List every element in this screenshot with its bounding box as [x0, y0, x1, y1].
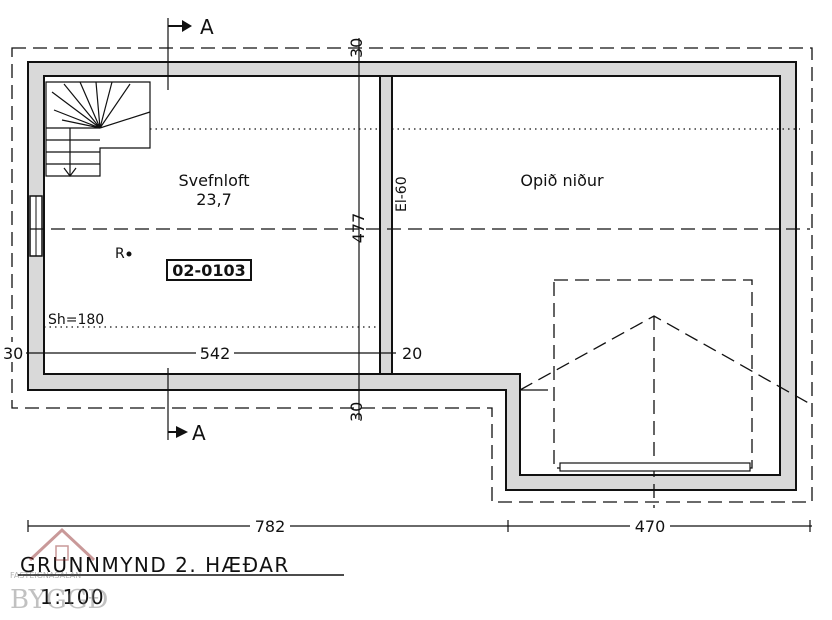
dim-total-left: 782 [255, 517, 286, 536]
room-left-name: Svefnloft [178, 171, 249, 190]
drawing-scale: 1:100 [40, 585, 105, 609]
dim-total-right: 470 [635, 517, 666, 536]
section-mark-bottom: A [192, 421, 207, 445]
section-mark-top: A [200, 15, 215, 39]
room-code-box [166, 259, 252, 281]
watermark-brand-text: BYGGÐ [10, 585, 108, 615]
roof-ridge-lines [519, 315, 813, 508]
room-right-name: Opið niður [520, 171, 604, 190]
drawing-title: GRUNNMYND 2. HÆÐAR [20, 553, 290, 577]
roof-outline [11, 47, 813, 503]
dim-bottom-wall: 30 [347, 402, 366, 422]
partition-wall [379, 75, 393, 375]
staircase [45, 81, 151, 177]
stair-inner-wall [519, 389, 548, 475]
exterior-wall [27, 61, 797, 491]
room-code: 02-0103 [172, 261, 245, 280]
r-marker-label: R [115, 246, 125, 262]
door-opening [559, 462, 751, 472]
sh-label: Sh=180 [48, 312, 104, 328]
room-left-area: 23,7 [196, 190, 232, 209]
dim-left-width: 542 [200, 344, 231, 363]
void-outline [553, 279, 753, 469]
house-icon [28, 527, 96, 562]
dim-height: 477 [349, 213, 368, 244]
brand-watermark: FASTEIGNASALAN BYGGÐ [10, 527, 108, 615]
dim-mid-wall: 20 [402, 344, 422, 363]
wall-rating-label: El-60 [394, 176, 410, 212]
section-line [167, 18, 192, 440]
watermark-small-text: FASTEIGNASALAN [10, 571, 81, 580]
dim-left-wall: 30 [3, 344, 23, 363]
dim-top-wall: 30 [347, 38, 366, 58]
